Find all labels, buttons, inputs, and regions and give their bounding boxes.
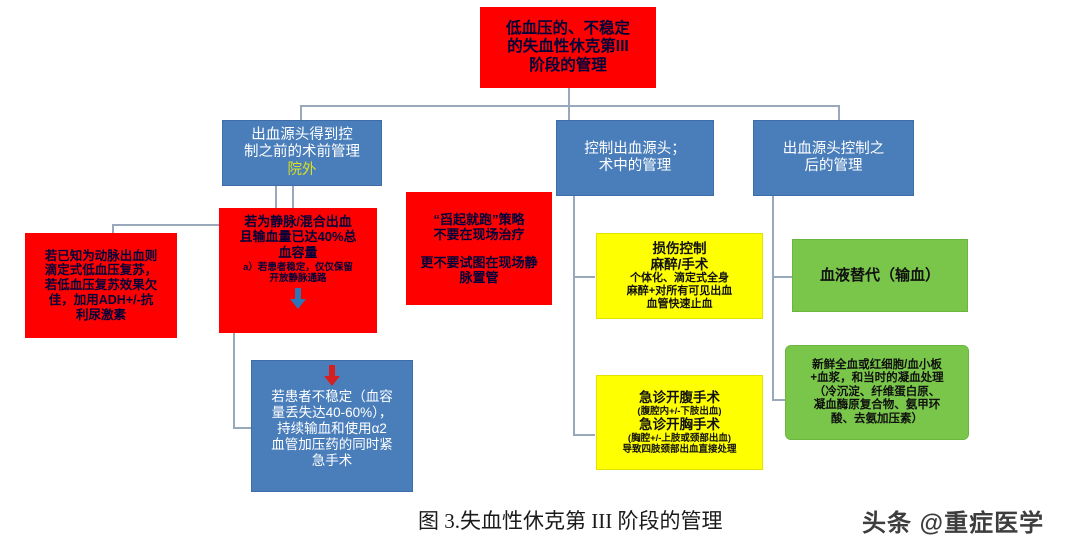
node-unstable-line-5: 急手术	[311, 452, 353, 468]
node-root-line-3: 阶段的管理	[529, 56, 607, 74]
node-root-line-2: 的失血性休克第III	[507, 38, 629, 56]
node-venous-sub-2: 开放静脉通路	[269, 273, 327, 285]
node-unstable-patient[interactable]: 若患者不稳定（血容 量丢失达40-60%）， 持续输血和使用α2 血管加压药的同…	[251, 360, 413, 492]
connector-preop-right-stem	[292, 186, 294, 208]
connector-intraop-bus	[573, 214, 575, 434]
node-branch-intraop[interactable]: 控制出血源头； 术中的管理	[556, 120, 714, 196]
node-root[interactable]: 低血压的、不稳定 的失血性休克第III 阶段的管理	[480, 7, 656, 88]
node-damage-line-1: 损伤控制	[652, 240, 707, 256]
node-damage-line-2: 麻醉/手术	[650, 256, 709, 272]
connector-postop-to-blood	[772, 276, 792, 278]
connector-postop-to-products	[772, 399, 792, 401]
figure-caption: 图 3.失血性休克第 III 阶段的管理	[418, 509, 723, 533]
node-blood-products-line-1: 新鲜全血或红细胞/血小板	[812, 358, 942, 371]
node-blood-products[interactable]: 新鲜全血或红细胞/血小板 +血浆，和当时的凝血处理 （冷沉淀、纤维蛋白原、 凝血…	[785, 345, 969, 440]
connector-intraop-to-emergency	[573, 434, 595, 436]
node-blood-products-line-2: +血浆，和当时的凝血处理	[810, 372, 944, 385]
connector-preop-to-arterial-h	[112, 224, 276, 226]
connector-root-stem	[568, 88, 570, 106]
node-damage-sub-1: 个体化、滴定式全身	[630, 272, 729, 285]
node-branch-preop-line-1: 出血源头得到控	[251, 127, 353, 144]
node-branch-postop-line-1: 出血源头控制之	[782, 140, 885, 157]
node-scoop-and-run[interactable]: “舀起就跑”策略 不要在现场治疗 更不要试图在现场静 脉置管	[406, 192, 552, 305]
node-scoop-line-1: “舀起就跑”策略	[433, 211, 525, 227]
node-branch-postop-line-2: 后的管理	[804, 158, 863, 174]
node-branch-preop-highlight: 院外	[287, 161, 317, 178]
down-arrow-red-icon	[252, 365, 412, 387]
node-venous-sub-1: a）若患者稳定，仅仅保留	[243, 261, 353, 273]
connector-preop-left-stem	[275, 186, 277, 208]
connector-venous-to-unstable	[233, 427, 251, 429]
connector-postop-stem	[772, 196, 774, 214]
connector-intraop-stem	[573, 196, 575, 214]
connector-to-postop	[838, 105, 840, 120]
node-unstable-line-2: 量丢失达40-60%），	[271, 404, 393, 420]
node-blood-products-line-3: （冷沉淀、纤维蛋白原、	[813, 385, 941, 398]
node-blood-products-line-5: 酸、去氨加压素）	[831, 412, 923, 425]
connector-postop-bus	[772, 214, 774, 400]
connector-to-intraop	[568, 105, 570, 120]
node-arterial-line-3: 若低血压复苏效果欠	[44, 278, 158, 293]
node-venous-line-2: 且输血量已达40%总	[239, 229, 357, 245]
down-arrow-blue-icon	[219, 288, 377, 310]
node-emergency-sub-3: 导致四肢颈部出血直接处理	[622, 444, 737, 456]
node-venous-bleed[interactable]: 若为静脉/混合出血 且输血量已达40%总 血容量 a）若患者稳定，仅仅保留 开放…	[219, 208, 377, 333]
node-arterial-bleed[interactable]: 若已知为动脉出血则 滴定式低血压复苏， 若低血压复苏效果欠 佳，加用ADH+/-…	[25, 233, 177, 338]
node-damage-sub-3: 血管快速止血	[646, 298, 713, 311]
node-scoop-line-2: 不要在现场治疗	[433, 227, 525, 243]
node-unstable-line-3: 持续输血和使用α2	[277, 420, 387, 436]
node-branch-preop[interactable]: 出血源头得到控 制之前的术前管理 院外	[222, 120, 382, 186]
node-arterial-line-1: 若已知为动脉出血则	[44, 248, 158, 263]
connector-to-preop	[300, 105, 302, 120]
node-branch-intraop-line-2: 术中的管理	[598, 158, 672, 174]
node-scoop-sub-2: 脉置管	[459, 269, 499, 285]
node-unstable-line-4: 血管加压药的同时紧	[271, 436, 393, 452]
connector-intraop-to-damage	[573, 276, 595, 278]
node-arterial-line-4: 佳，加用ADH+/-抗	[48, 292, 154, 307]
node-emergency-line-1: 急诊开腹手术	[639, 389, 720, 405]
node-venous-line-1: 若为静脉/混合出血	[244, 214, 352, 229]
node-venous-line-3: 血容量	[278, 244, 318, 260]
node-arterial-line-5: 利尿激素	[75, 307, 126, 322]
node-damage-control[interactable]: 损伤控制 麻醉/手术 个体化、滴定式全身 麻醉+对所有可见出血 血管快速止血	[596, 233, 763, 319]
node-emergency-sub-2: (胸腔+/-上肢或颈部出血)	[627, 432, 732, 444]
node-blood-products-line-4: 凝血酶原复合物、氨甲环	[813, 399, 941, 412]
node-branch-intraop-line-1: 控制出血源头；	[584, 140, 686, 157]
node-unstable-line-1: 若患者不稳定（血容	[271, 389, 393, 404]
node-root-line-1: 低血压的、不稳定	[505, 20, 630, 38]
connector-venous-drop	[233, 332, 235, 428]
connector-arterial-drop	[112, 224, 114, 233]
node-emergency-sub-1: (腹腔内+/-下肢出血)	[637, 405, 722, 417]
node-emergency-line-2: 急诊开胸手术	[639, 416, 720, 432]
watermark-logo: 头条 @重症医学	[862, 510, 1045, 537]
node-blood-replacement[interactable]: 血液替代（输血）	[792, 239, 968, 312]
node-branch-preop-line-2: 制之前的术前管理	[244, 144, 360, 161]
node-branch-postop[interactable]: 出血源头控制之 后的管理	[753, 120, 914, 196]
node-emergency-surgery[interactable]: 急诊开腹手术 (腹腔内+/-下肢出血) 急诊开胸手术 (胸腔+/-上肢或颈部出血…	[596, 375, 763, 470]
node-arterial-line-2: 滴定式低血压复苏，	[44, 263, 158, 278]
node-damage-sub-2: 麻醉+对所有可见出血	[626, 285, 733, 298]
node-blood-replacement-line-1: 血液替代（输血）	[819, 266, 940, 284]
node-scoop-sub-1: 更不要试图在现场静	[420, 254, 538, 270]
